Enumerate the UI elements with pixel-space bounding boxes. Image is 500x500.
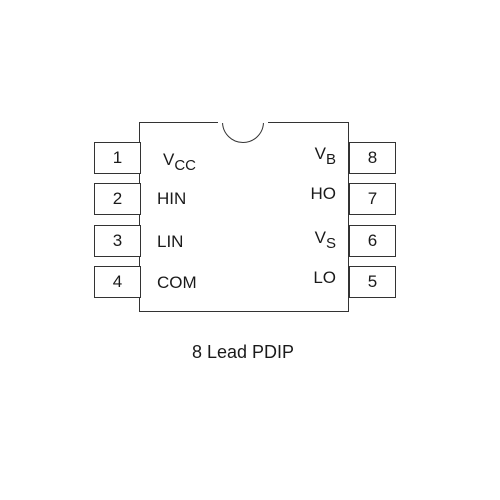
pin-3: 3 (94, 225, 141, 257)
pin-number: 3 (112, 231, 123, 250)
pin-6: 6 (349, 225, 396, 257)
pin-number: 7 (367, 189, 378, 208)
pin-5: 5 (349, 266, 396, 298)
package-caption: 8 Lead PDIP (191, 342, 295, 362)
pin-number: 1 (112, 148, 123, 167)
signal-vb: VB (314, 144, 336, 168)
signal-lo: LO (313, 268, 336, 287)
pin-number: 6 (367, 231, 378, 250)
signal-vs: VS (314, 228, 336, 252)
pin-7: 7 (349, 183, 396, 215)
pin-number: 5 (367, 272, 378, 291)
pin-8: 8 (349, 142, 396, 174)
pin-4: 4 (94, 266, 141, 298)
signal-hin: HIN (157, 189, 187, 208)
pin-number: 2 (112, 189, 123, 208)
signal-vcc: VCC (163, 150, 197, 174)
pin-1: 1 (94, 142, 141, 174)
signal-com: COM (157, 273, 197, 292)
pin-number: 8 (367, 148, 378, 167)
ic-package-body (139, 122, 349, 312)
pin-number: 4 (112, 272, 123, 291)
signal-ho: HO (310, 184, 337, 203)
signal-lin: LIN (157, 232, 184, 251)
pin-2: 2 (94, 183, 141, 215)
